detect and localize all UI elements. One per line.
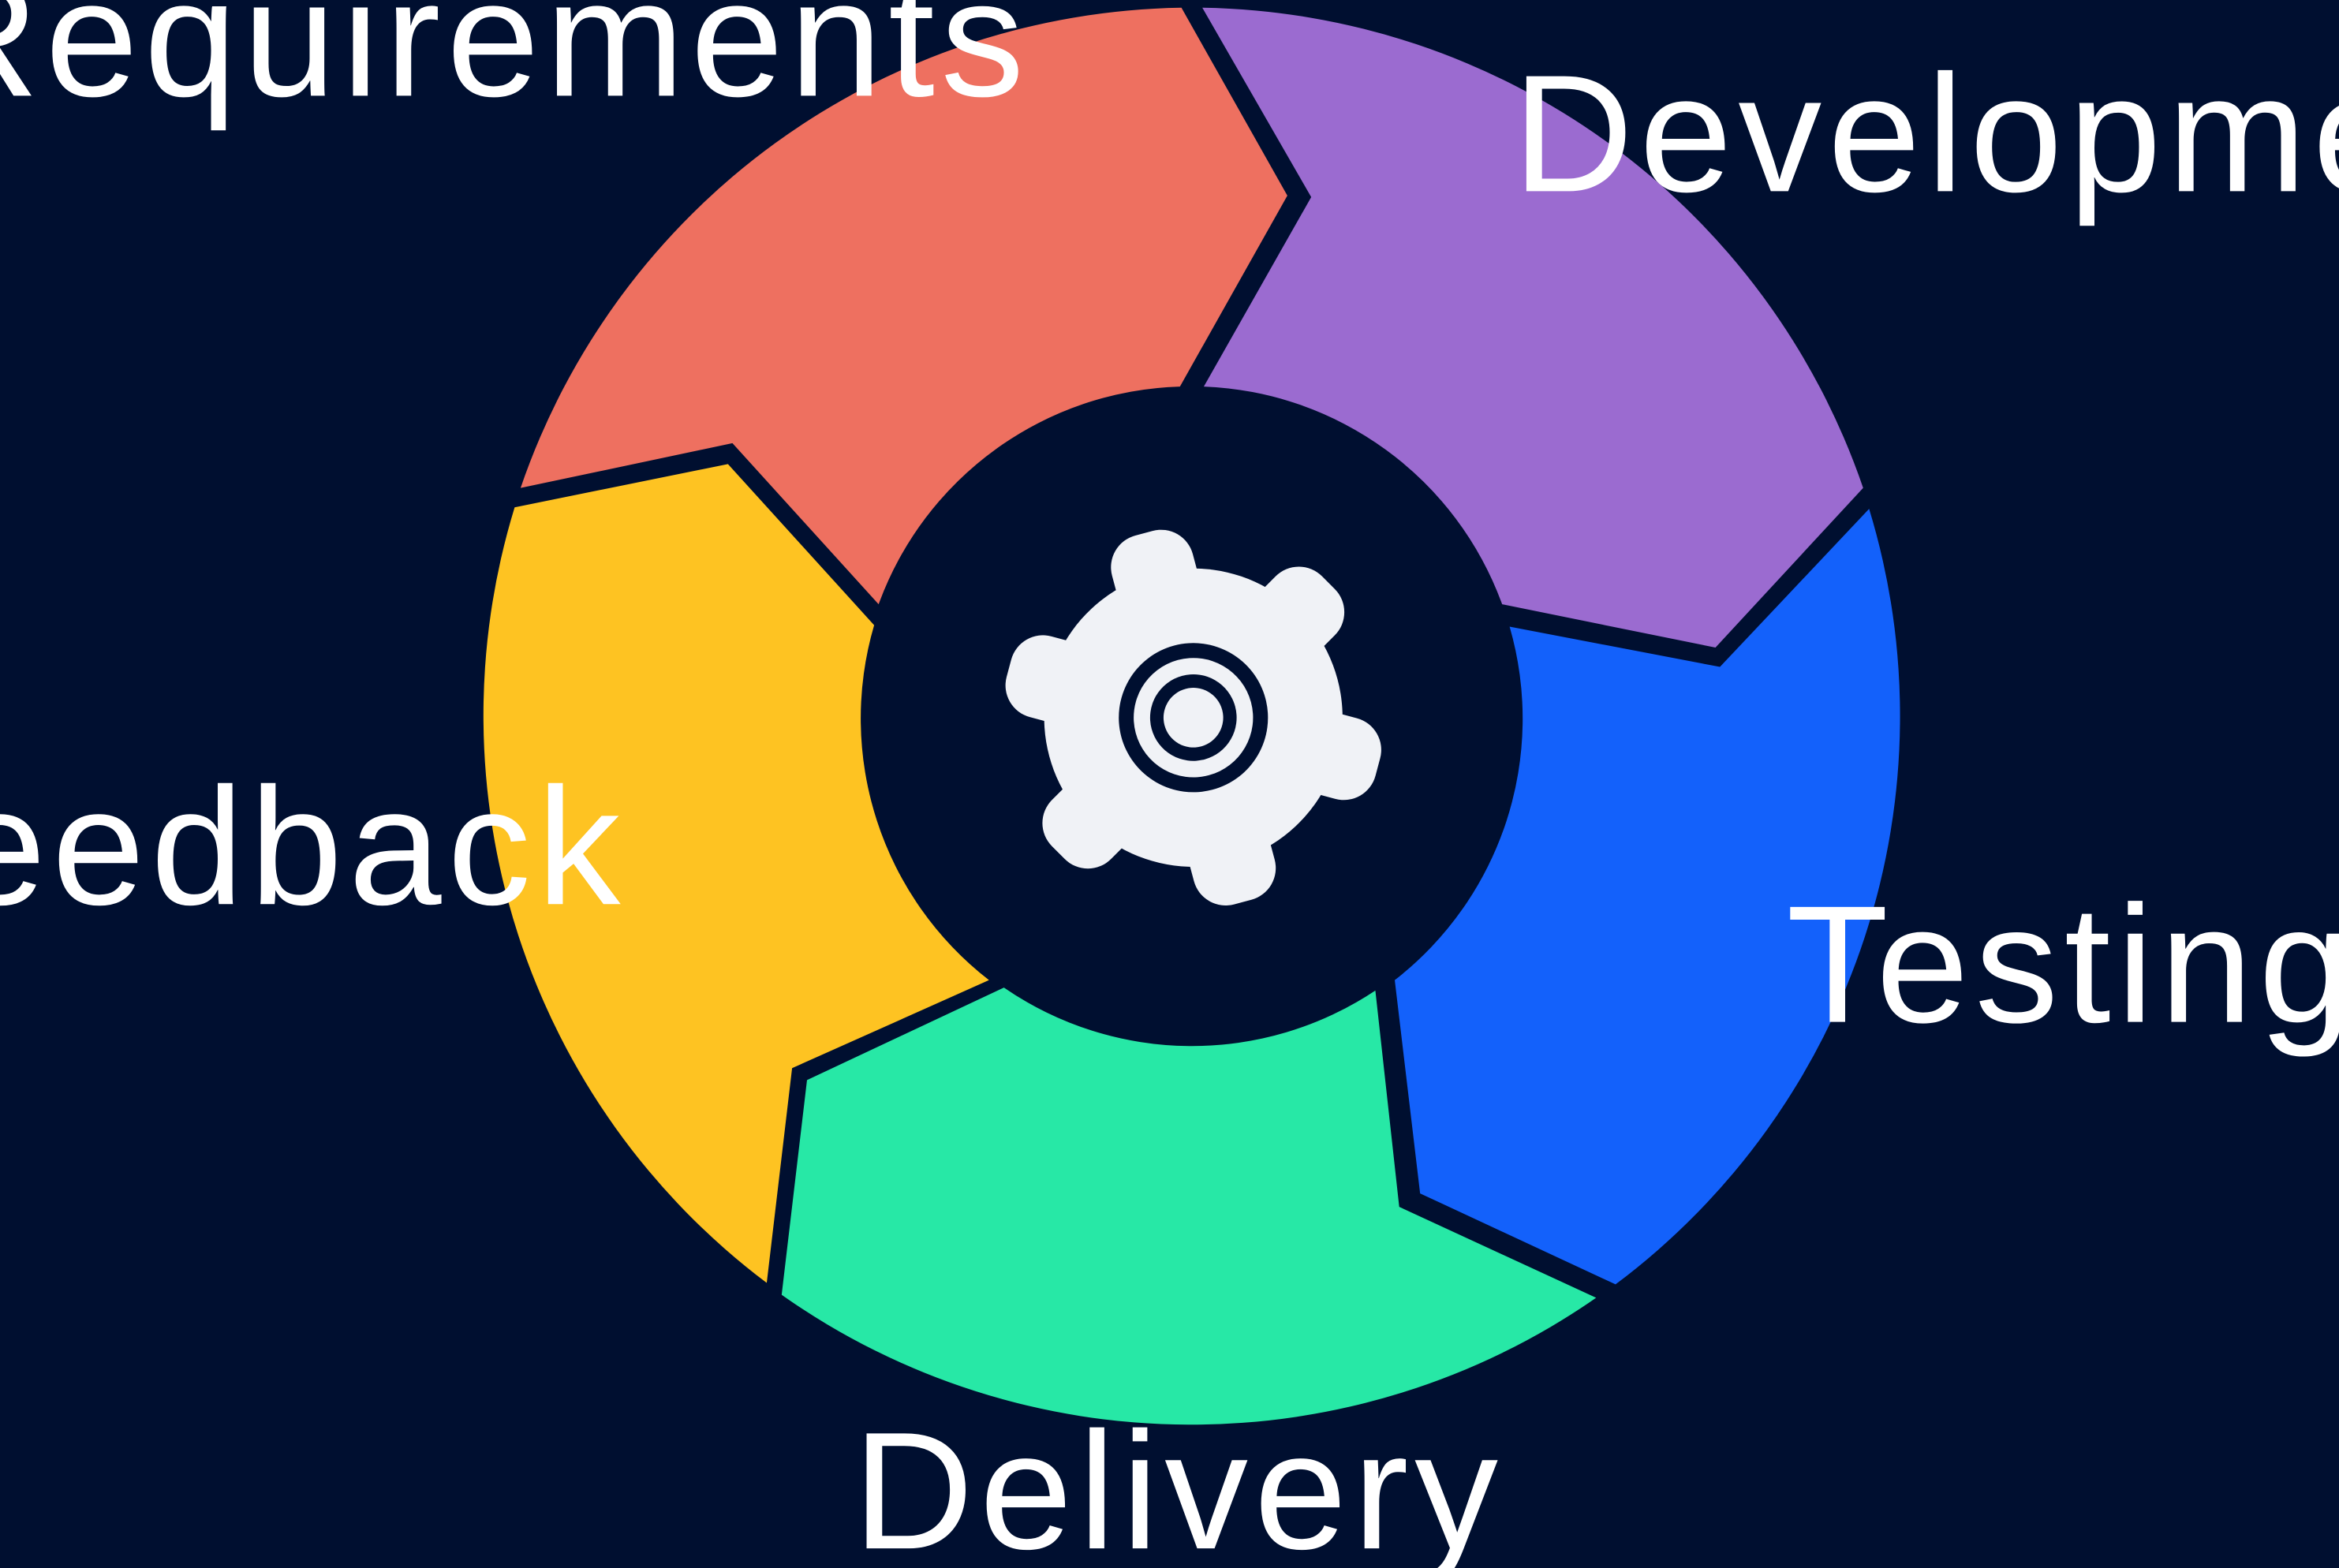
label-feedback: Feedback [0,752,626,939]
segment-testing [1395,509,1900,1285]
label-delivery: Delivery [853,1397,1504,1568]
segment-feedback [483,464,989,1283]
segment-delivery [781,987,1597,1425]
segment-development [1202,7,1863,648]
label-development: Development [1513,39,2339,226]
segments [483,7,1900,1425]
segment-requirements [520,7,1287,605]
label-requirements: Requirements [0,0,1030,131]
label-testing: Testing [1787,871,2339,1058]
gear-icon [1005,529,1381,906]
